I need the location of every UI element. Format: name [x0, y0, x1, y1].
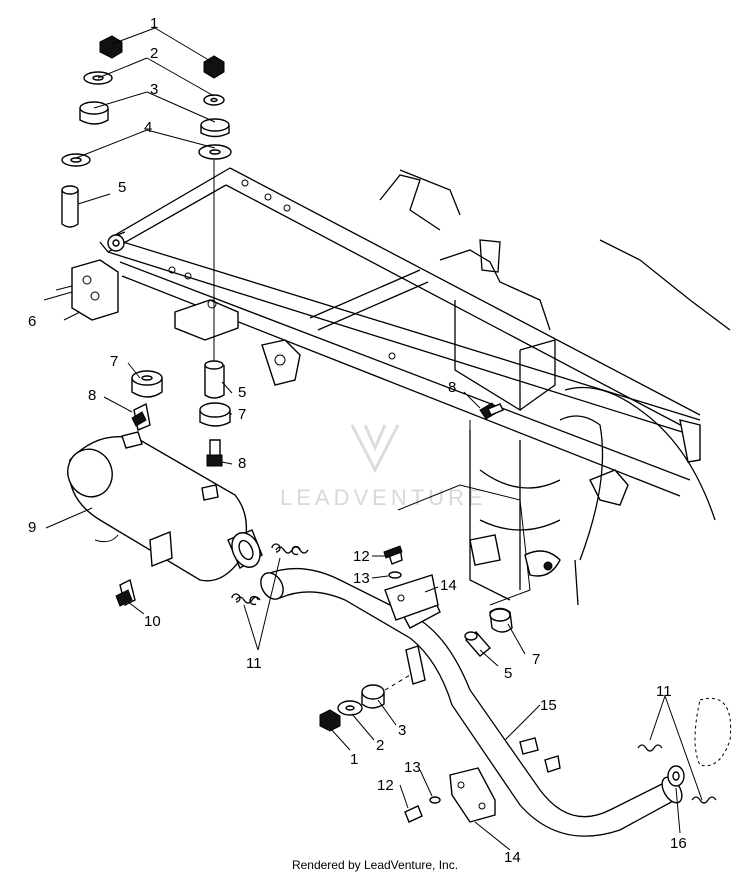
- callout-6: 6: [28, 313, 36, 330]
- callout-16: 16: [670, 835, 687, 852]
- callout-3-top: 3: [150, 81, 158, 98]
- callout-11-left: 11: [246, 655, 262, 672]
- callout-14-lower: 14: [504, 849, 521, 866]
- springs-left: [231, 543, 309, 606]
- callout-13-lower: 13: [404, 759, 421, 776]
- bracket-upper: [384, 574, 439, 621]
- leader-lines: [43, 27, 703, 851]
- spacer-grommet-mid: [464, 607, 513, 657]
- springs-right: [637, 698, 732, 804]
- callout-10: 10: [144, 613, 161, 630]
- callout-9: 9: [28, 519, 36, 536]
- callout-2-lower: 2: [376, 737, 384, 754]
- leadventure-watermark: LEADVENTURE: [280, 424, 487, 510]
- footer-credit: Rendered by LeadVenture, Inc.: [291, 858, 459, 872]
- callout-13-upper: 13: [353, 570, 370, 587]
- callout-12-lower: 12: [377, 777, 394, 794]
- left-hardware-stack: [55, 35, 163, 431]
- callout-12-upper: 12: [353, 548, 370, 565]
- callout-7-mid: 7: [238, 406, 246, 423]
- callout-5-top: 5: [118, 179, 126, 196]
- callout-8-right: 8: [448, 379, 456, 396]
- muffler-bolt: [115, 578, 136, 607]
- callout-7-right: 7: [532, 651, 540, 668]
- callout-14-upper: 14: [440, 577, 457, 594]
- callout-15: 15: [540, 697, 557, 714]
- right-hardware-stack: [198, 55, 232, 467]
- watermark-text: LEADVENTURE: [280, 485, 487, 510]
- callout-8-mid: 8: [238, 455, 246, 472]
- callout-5-right: 5: [504, 665, 512, 682]
- muffler: [67, 431, 263, 582]
- callout-2-top: 2: [150, 45, 158, 62]
- callout-1-top: 1: [150, 15, 158, 32]
- callout-11-right: 11: [656, 683, 672, 700]
- callout-3-lower: 3: [398, 722, 406, 739]
- right-bolt: [469, 402, 504, 530]
- bolt-washer-upper: [383, 545, 403, 579]
- callout-5-mid: 5: [238, 384, 246, 401]
- callout-4-top: 4: [144, 119, 152, 136]
- frame-assembly: [99, 167, 731, 606]
- callout-1-lower: 1: [350, 751, 358, 768]
- callout-labels: 1 2 3 4 5 6 7 8 5 7 8 8 9 10 11 12 13 14…: [28, 15, 687, 866]
- callout-7-left: 7: [110, 353, 118, 370]
- lower-bracket-assembly: [404, 767, 496, 823]
- callout-8-left: 8: [88, 387, 96, 404]
- lower-hardware-stack: [319, 674, 411, 732]
